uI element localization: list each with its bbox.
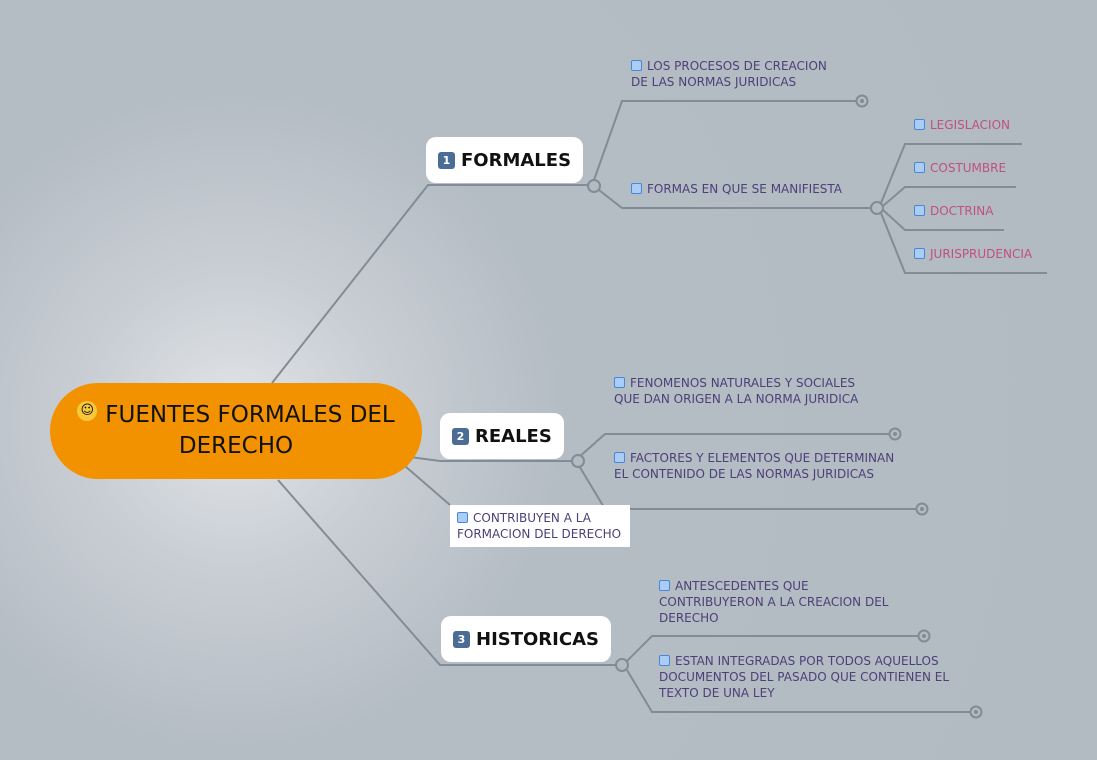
leaf-text: DOCTRINA [930,204,994,218]
floating-topic-text: CONTRIBUYEN A LA FORMACION DEL DERECHO [457,511,622,541]
note-icon [914,248,925,259]
leaf-text: JURISPRUDENCIA [930,247,1033,261]
collapse-toggle [571,454,585,468]
leaf-text: COSTUMBRE [930,161,1007,175]
note-icon [631,183,642,194]
note-icon [614,377,625,388]
topic-historicas[interactable]: 3 HISTORICAS [441,616,611,662]
subtopic[interactable]: LOS PROCESOS DE CREACION DE LAS NORMAS J… [631,58,846,90]
note-icon [614,452,625,463]
subtopic[interactable]: FACTORES Y ELEMENTOS QUE DETERMINAN EL C… [614,450,899,482]
subtopic-text: FENOMENOS NATURALES Y SOCIALES QUE DAN O… [614,376,859,406]
note-icon [659,580,670,591]
topic-label: FORMALES [461,149,572,171]
central-topic-title: FUENTES FORMALES DEL DERECHO [105,402,395,459]
note-icon [914,162,925,173]
subtopic-text: ANTESCEDENTES QUE CONTRIBUYERON A LA CRE… [659,579,889,625]
subtopic-text: ESTAN INTEGRADAS POR TODOS AQUELLOS DOCU… [659,654,950,700]
subtopic-leaf[interactable]: JURISPRUDENCIA [914,246,1032,262]
subtopic-leaf[interactable]: LEGISLACION [914,117,1010,133]
floating-topic-editor[interactable] [450,505,630,547]
subtopic[interactable]: FENOMENOS NATURALES Y SOCIALES QUE DAN O… [614,375,874,407]
central-topic[interactable]: ☺ FUENTES FORMALES DEL DERECHO [50,383,422,479]
note-icon [457,512,468,523]
note-icon [631,60,642,71]
collapse-toggle [587,179,601,193]
subtopic-text: FACTORES Y ELEMENTOS QUE DETERMINAN EL C… [614,451,895,481]
subtopic[interactable]: FORMAS EN QUE SE MANIFIESTA [631,181,842,197]
number-1-icon: 1 [438,151,455,169]
subtopic-text: FORMAS EN QUE SE MANIFIESTA [647,182,843,196]
smiley-emoji-icon: ☺ [77,401,98,421]
topic-label: HISTORICAS [476,628,599,650]
floating-topic[interactable]: CONTRIBUYEN A LA FORMACION DEL DERECHO [457,510,629,542]
note-icon [659,655,670,666]
subtopic-text: LOS PROCESOS DE CREACION DE LAS NORMAS J… [631,59,827,89]
topic-label: REALES [475,425,552,447]
topic-formales[interactable]: 1 FORMALES [426,137,584,183]
number-3-icon: 3 [453,630,470,648]
leaf-text: LEGISLACION [930,118,1011,132]
note-icon [914,205,925,216]
subtopic[interactable]: ESTAN INTEGRADAS POR TODOS AQUELLOS DOCU… [659,653,954,701]
note-icon [914,119,925,130]
number-2-icon: 2 [452,427,469,445]
topic-reales[interactable]: 2 REALES [440,413,564,459]
subtopic-leaf[interactable]: COSTUMBRE [914,160,1006,176]
subtopic-leaf[interactable]: DOCTRINA [914,203,993,219]
collapse-toggle [615,658,629,672]
subtopic[interactable]: ANTESCEDENTES QUE CONTRIBUYERON A LA CRE… [659,578,904,626]
collapse-toggle [870,201,884,215]
